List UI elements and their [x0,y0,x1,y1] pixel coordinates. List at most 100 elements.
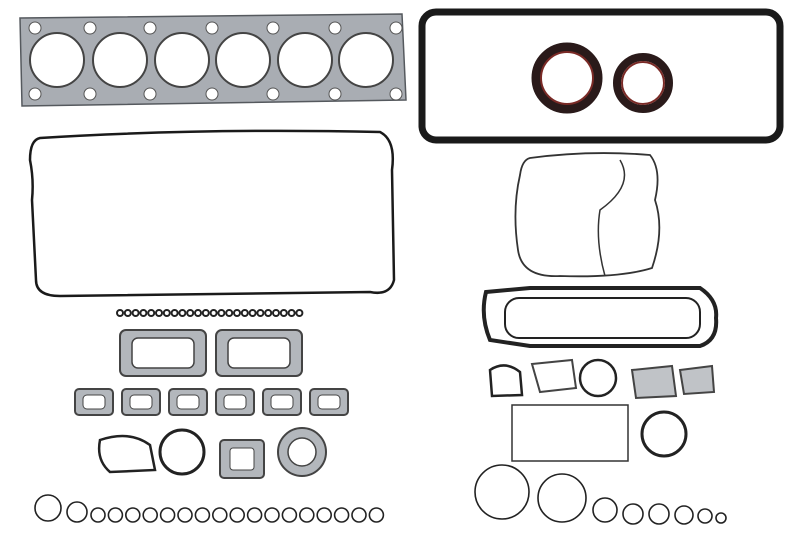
oil-cooler-gasket-inner [504,297,701,339]
small-o-ring [155,309,163,317]
bolt-hole [266,21,280,35]
manifold-gasket-port [223,394,247,410]
o-ring [298,507,315,523]
o-ring [622,503,644,525]
o-ring [159,507,176,523]
small-o-ring [225,309,234,317]
small-o-ring [295,309,304,317]
manifold-gasket-port [317,394,341,410]
small-o-ring [139,309,148,317]
o-ring [674,505,694,525]
crankshaft-seal-front [613,53,673,113]
water-pump-gasket [97,434,157,474]
cylinder-bore [277,32,333,88]
o-ring [715,512,727,524]
manifold-gasket-row [74,388,349,416]
bolt-hole [83,21,97,35]
small-o-ring [209,309,218,317]
manifold-gasket-port [270,394,294,410]
small-o-ring [272,309,280,317]
valve-cover-gasket [418,8,784,144]
cylinder-bore [338,32,394,88]
o-ring [316,507,333,523]
o-ring [246,507,263,523]
o-ring [125,507,141,523]
bolt-hole [83,87,97,101]
small-o-ring [170,309,179,317]
water-pump-housing-gasket [640,410,688,458]
bolt-hole [205,87,219,101]
bolt-hole [266,87,280,101]
small-o-ring [256,309,265,317]
o-ring-row-bottom-left [34,494,385,523]
thermostat-gasket [158,428,206,476]
cylinder-bore [154,32,210,88]
oil-cooler-gasket [481,286,719,348]
small-o-ring [123,309,132,317]
small-o-ring [162,309,171,317]
turbo-gasket-port [229,447,255,471]
small-o-ring [186,309,195,317]
small-o-ring [178,309,187,317]
small-o-ring [287,309,296,317]
small-o-ring [131,309,140,317]
coolant-flange-gasket [630,364,678,400]
cylinder-bore [215,32,271,88]
cylinder-bore [29,32,85,88]
bolt-hole [143,87,157,101]
cylinder-bore [92,32,148,88]
o-ring [592,497,618,523]
small-o-ring [147,309,156,317]
o-ring [281,507,298,523]
bolt-hole [28,87,42,101]
o-ring [34,494,62,522]
bolt-hole [328,87,342,101]
o-ring-row-bottom-right [592,497,727,525]
bolt-hole [389,21,403,35]
crankshaft-seal-rear [531,42,603,114]
o-ring [333,507,350,523]
manifold-gasket-port [82,394,106,410]
o-ring [697,508,713,524]
large-o-ring-left [474,464,530,520]
coolant-flange-gasket-small [678,364,716,396]
o-ring [107,507,124,523]
timing-cover-inner-line [597,159,626,277]
crankshaft-seal-rear-lip [540,51,594,105]
o-ring [648,503,670,525]
oil-pan-gasket [28,129,396,298]
o-ring [177,507,193,523]
small-o-ring [194,309,202,317]
large-o-ring-right [537,473,587,523]
small-o-ring [279,309,288,317]
small-o-ring [201,309,210,317]
small-o-ring [240,309,249,317]
bolt-hole [389,87,403,101]
sump-cover-gasket [511,404,629,462]
manifold-gasket-port [129,394,153,410]
bolt-hole [28,21,42,35]
o-ring [194,507,211,523]
o-ring [264,507,280,523]
oil-pump-flange-gasket [578,358,618,398]
small-o-ring [217,309,226,317]
cylinder-head-gasket [19,13,407,107]
small-o-ring-row [116,309,304,317]
oil-filter-gasket [488,364,524,398]
bolt-hole [328,21,342,35]
o-ring [212,507,228,523]
bolt-hole [143,21,157,35]
o-ring [229,507,245,523]
small-o-ring [233,309,241,317]
small-o-ring [248,309,257,317]
o-ring [90,507,106,523]
crankshaft-seal-front-lip [621,61,665,105]
o-ring [351,507,367,523]
o-ring [142,507,158,523]
o-ring [66,501,88,523]
exhaust-gasket-left-port [131,337,195,369]
small-o-ring [116,309,124,317]
oil-pump-gasket [530,358,578,394]
egr-gasket-port [287,437,317,467]
